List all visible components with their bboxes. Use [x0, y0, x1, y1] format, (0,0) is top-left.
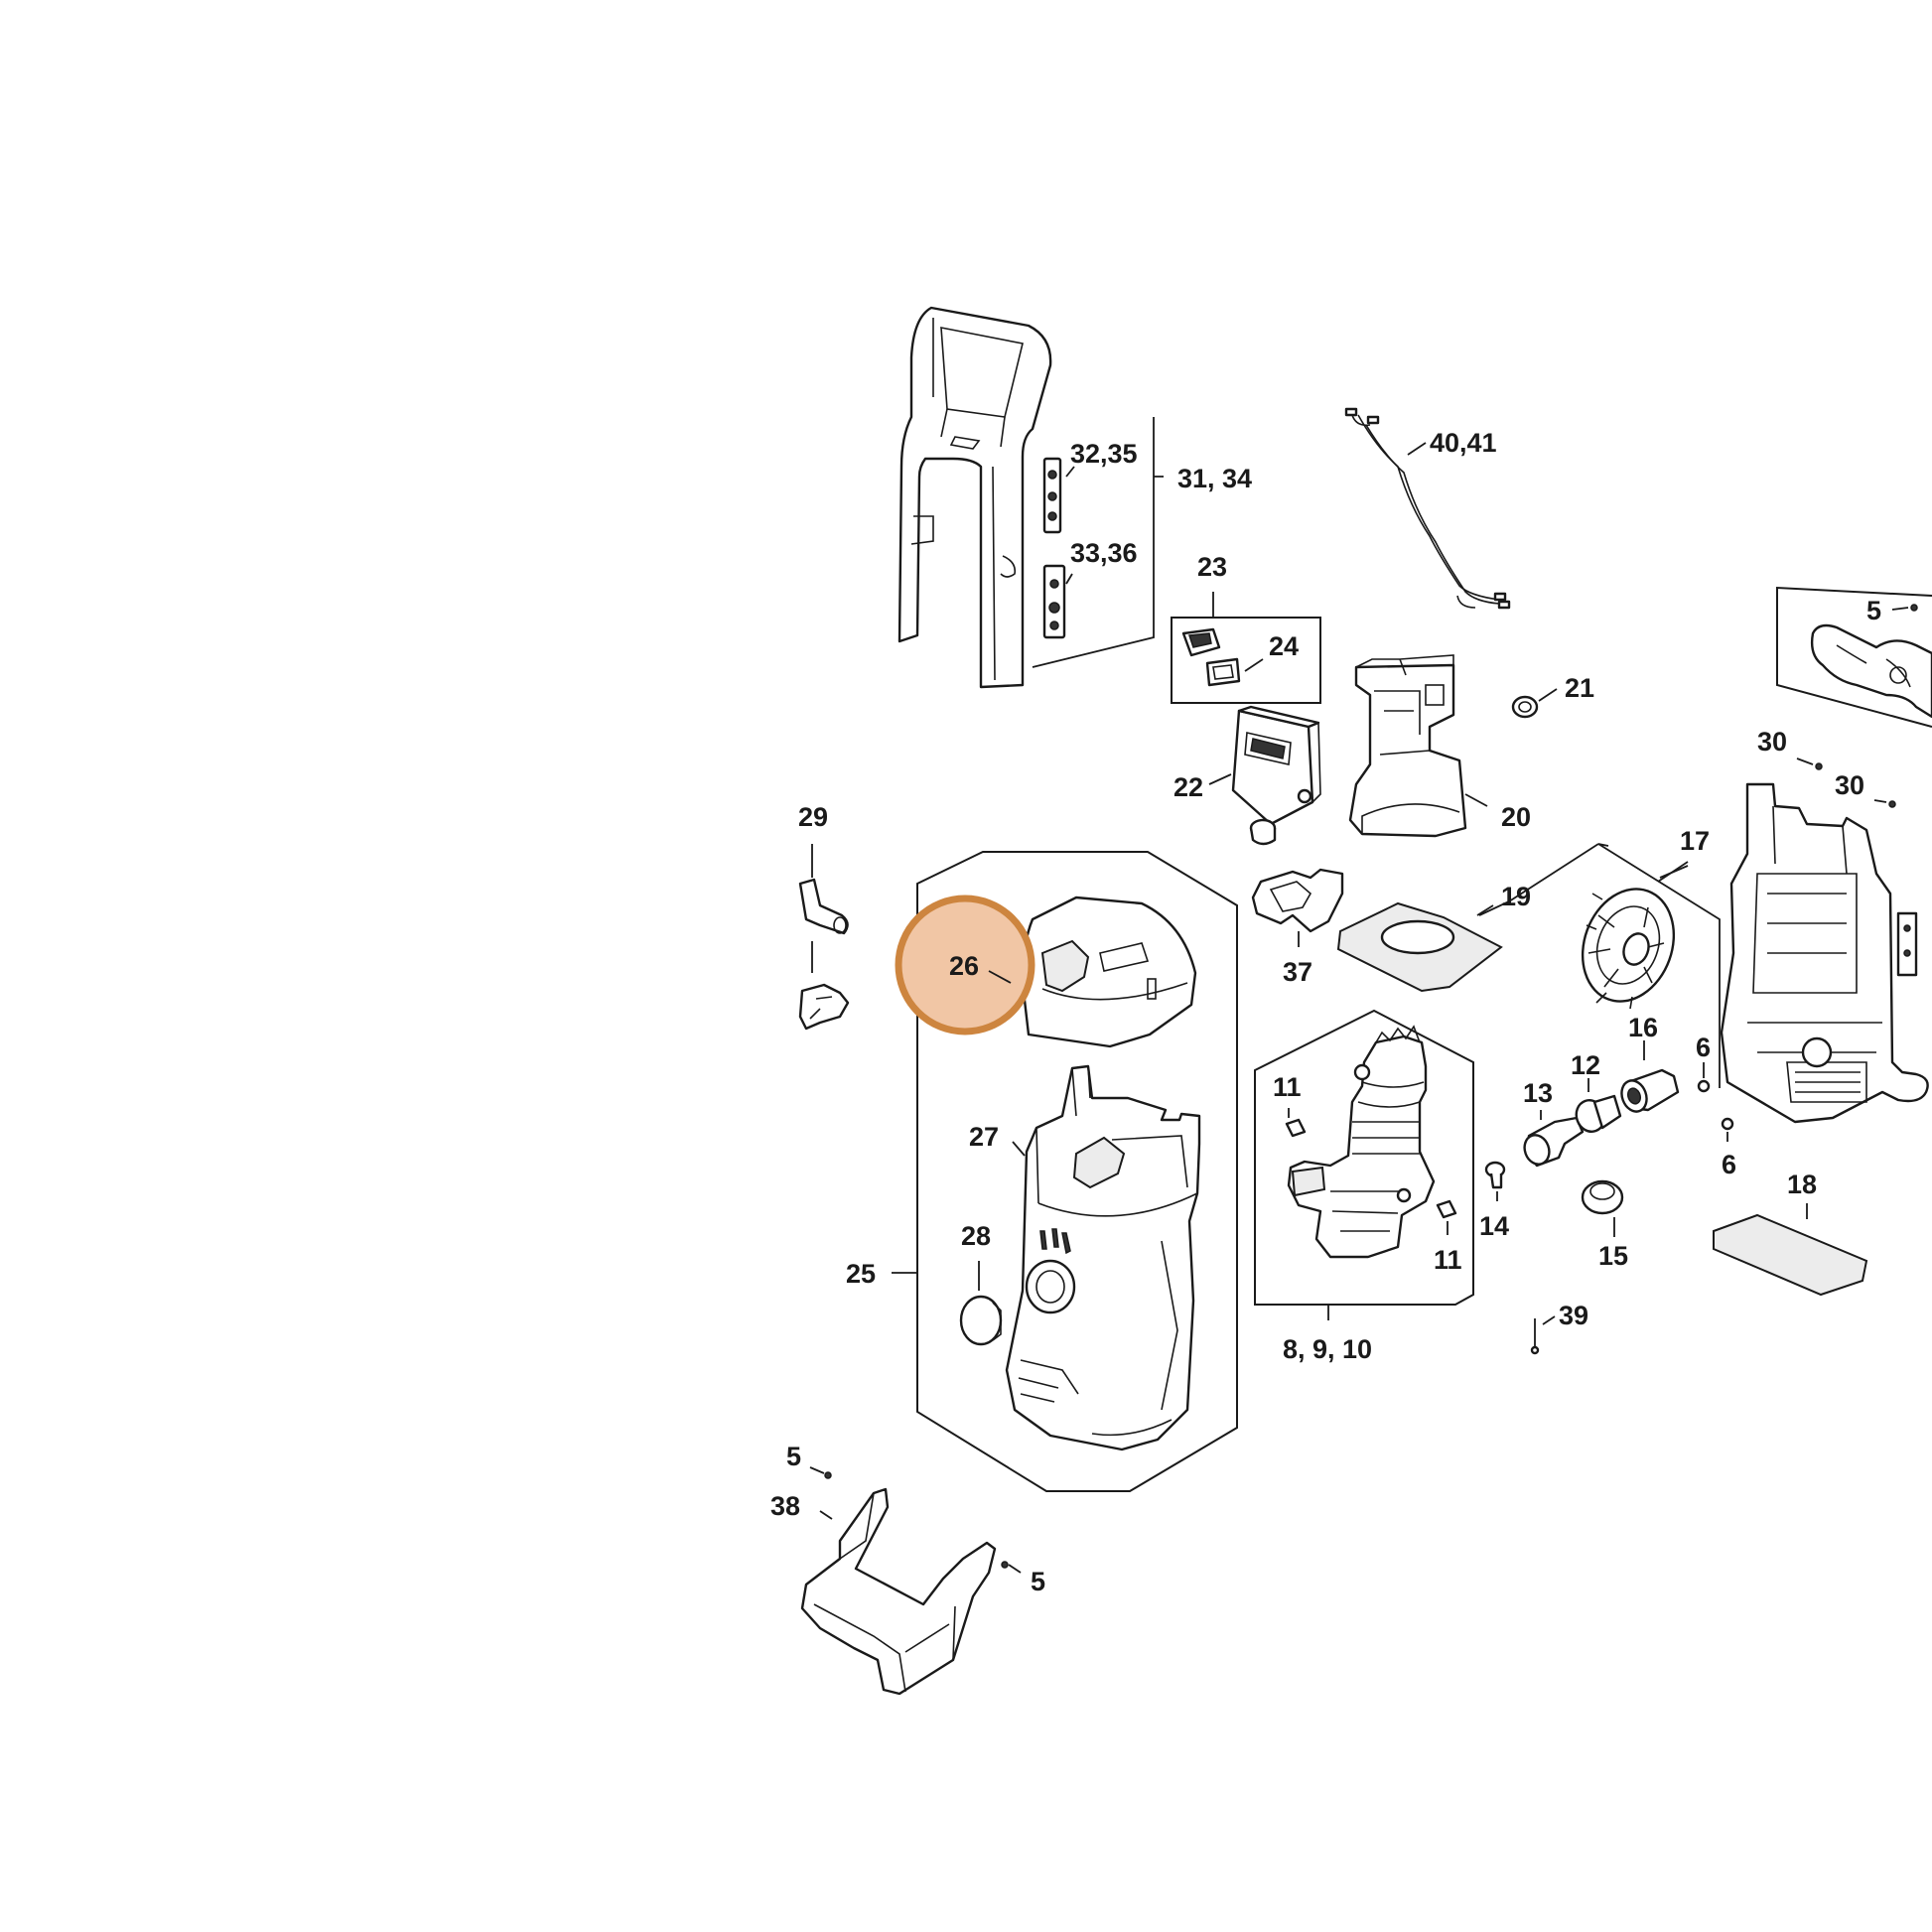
- label-5-top: 5: [1866, 596, 1881, 625]
- label-19: 19: [1501, 882, 1531, 911]
- switch-part[interactable]: [1181, 627, 1221, 657]
- label-30-a: 30: [1757, 727, 1787, 757]
- switch-box: [1171, 617, 1321, 704]
- pump-box: [1254, 1009, 1474, 1306]
- label-33-36: 33,36: [1070, 538, 1138, 568]
- label-11-top: 11: [1273, 1072, 1302, 1102]
- inlet-part[interactable]: [1521, 1116, 1585, 1168]
- main-shroud-part[interactable]: [1005, 1064, 1201, 1451]
- highlight-marker[interactable]: [895, 895, 1035, 1035]
- pin-part[interactable]: [1530, 1318, 1540, 1355]
- label-38: 38: [770, 1491, 800, 1521]
- nut-part-15[interactable]: [1581, 1179, 1624, 1215]
- decal-upper[interactable]: [1042, 457, 1062, 534]
- label-28: 28: [961, 1221, 991, 1251]
- cover-cap-part[interactable]: [959, 1295, 1003, 1346]
- screw-part-6b[interactable]: [1721, 1117, 1734, 1131]
- fitting-part-12[interactable]: [1572, 1094, 1622, 1136]
- nut-part-a[interactable]: [1285, 1118, 1307, 1138]
- pump-part[interactable]: [1287, 1025, 1436, 1259]
- handle-part[interactable]: [897, 306, 1052, 689]
- label-29: 29: [798, 802, 828, 832]
- label-6-bottom: 6: [1722, 1150, 1736, 1179]
- label-32-35: 32,35: [1070, 439, 1138, 469]
- holder-part[interactable]: [1251, 868, 1344, 933]
- label-20: 20: [1501, 802, 1531, 832]
- screw-part-6a[interactable]: [1697, 1079, 1711, 1093]
- top-cover-part[interactable]: [1021, 896, 1197, 1048]
- label-5-left: 5: [786, 1442, 801, 1471]
- label-13: 13: [1523, 1078, 1553, 1108]
- frame-part[interactable]: [1720, 782, 1929, 1124]
- cap-part[interactable]: [1511, 695, 1539, 719]
- label-22: 22: [1173, 772, 1203, 802]
- decal-lower[interactable]: [1042, 564, 1066, 639]
- label-8-9-10: 8, 9, 10: [1283, 1334, 1372, 1364]
- bracket-part[interactable]: [1810, 623, 1932, 719]
- label-17: 17: [1680, 826, 1710, 856]
- label-5-right: 5: [1031, 1567, 1045, 1596]
- label-27: 27: [969, 1122, 999, 1152]
- cradle-part[interactable]: [800, 1487, 997, 1696]
- screw-part-14[interactable]: [1484, 1161, 1506, 1189]
- label-24: 24: [1269, 631, 1299, 661]
- hook-part-upper[interactable]: [798, 878, 849, 935]
- label-37: 37: [1283, 957, 1312, 987]
- label-26: 26: [949, 951, 979, 981]
- label-16: 16: [1628, 1013, 1658, 1042]
- nut-part-b[interactable]: [1436, 1199, 1457, 1219]
- hook-part-lower[interactable]: [798, 983, 850, 1031]
- cover-box: [916, 851, 1238, 1492]
- label-14: 14: [1479, 1211, 1509, 1241]
- switch-seal-part[interactable]: [1205, 657, 1241, 687]
- base-plate-part[interactable]: [1713, 1213, 1868, 1297]
- label-21: 21: [1565, 673, 1594, 703]
- label-39: 39: [1559, 1301, 1588, 1330]
- label-31-34: 31, 34: [1177, 464, 1252, 493]
- label-6-top: 6: [1696, 1033, 1711, 1062]
- right-top-box: [1776, 586, 1932, 728]
- cable-part[interactable]: [1344, 407, 1511, 610]
- label-15: 15: [1598, 1241, 1628, 1271]
- label-30-b: 30: [1835, 770, 1864, 800]
- label-25: 25: [846, 1259, 876, 1289]
- connector-part-16[interactable]: [1617, 1068, 1680, 1115]
- label-12: 12: [1571, 1050, 1600, 1080]
- label-23: 23: [1197, 552, 1227, 582]
- label-18: 18: [1787, 1170, 1817, 1199]
- label-40-41: 40,41: [1430, 428, 1497, 458]
- wheel-part[interactable]: [1568, 876, 1689, 1014]
- gasket-part[interactable]: [1336, 901, 1503, 993]
- motor-housing-part[interactable]: [1348, 654, 1467, 838]
- label-11-bottom: 11: [1434, 1245, 1462, 1275]
- switch-housing-part[interactable]: [1231, 705, 1321, 826]
- plug-part[interactable]: [1249, 818, 1277, 846]
